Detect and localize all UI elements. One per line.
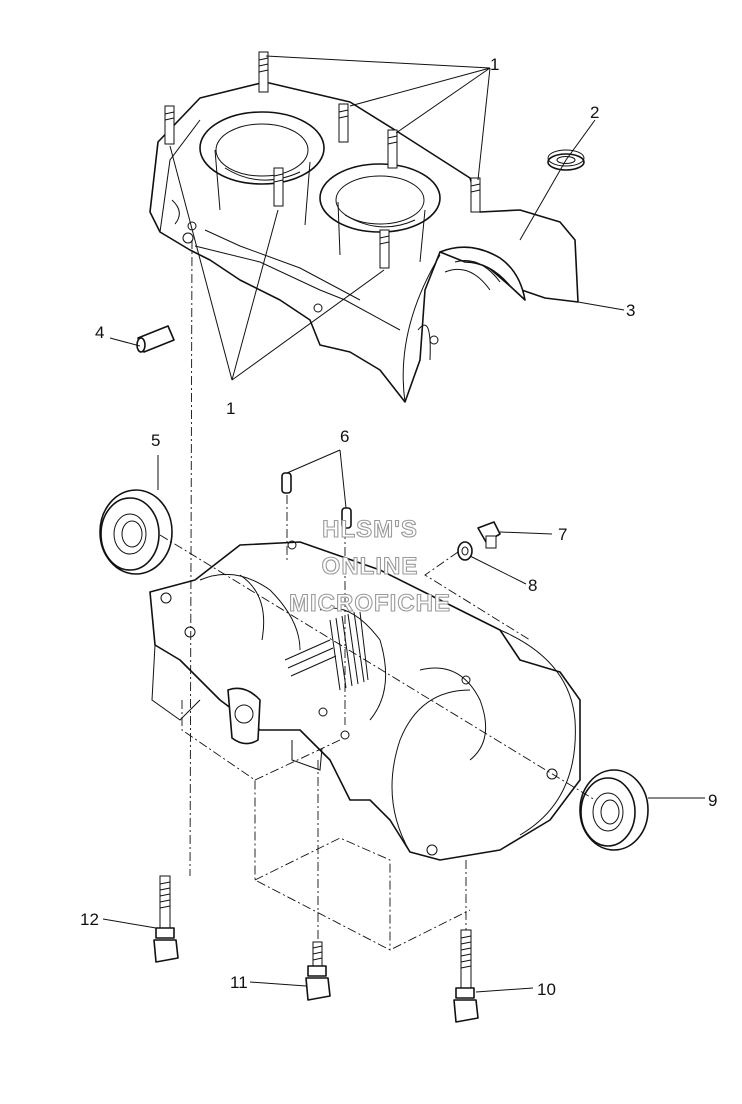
oil-seal-left [99, 489, 173, 575]
callout-9: 9 [708, 791, 717, 810]
watermark: HLSM'S ONLINE MICROFICHE [288, 515, 451, 617]
callout-1-bottom: 1 [226, 399, 235, 418]
callout-12: 12 [80, 910, 99, 929]
grommet-part [547, 149, 585, 171]
callout-10: 10 [537, 980, 556, 999]
callout-labels: 1 2 3 4 1 5 6 7 8 9 12 11 10 [80, 55, 717, 999]
callout-3: 3 [626, 301, 635, 320]
crankcase-bolt-10 [453, 929, 479, 1023]
lower-crankcase [149, 540, 581, 861]
callout-6: 6 [340, 427, 349, 446]
oil-seal-right [579, 769, 649, 851]
callout-2: 2 [590, 103, 599, 122]
callout-1-top: 1 [490, 55, 499, 74]
watermark-line-2: ONLINE [322, 553, 419, 580]
callout-7: 7 [558, 525, 567, 544]
upper-crankcase [149, 81, 579, 403]
dowel-pin [136, 325, 175, 353]
crankcase-bolt-11 [305, 941, 331, 1001]
watermark-line-3: MICROFICHE [289, 590, 451, 617]
knock-pins [281, 472, 352, 529]
callout-8: 8 [528, 576, 537, 595]
sealing-washer [457, 541, 473, 561]
cylinder-studs [164, 51, 481, 269]
drain-plug [477, 521, 501, 549]
callout-11: 11 [230, 973, 248, 992]
callout-5: 5 [151, 431, 160, 450]
callout-4: 4 [95, 323, 104, 342]
assembly-phantom-lines [159, 239, 596, 951]
crankcase-bolt-12 [153, 875, 179, 963]
callout-leaders [102, 55, 705, 993]
watermark-line-1: HLSM'S [322, 516, 418, 543]
